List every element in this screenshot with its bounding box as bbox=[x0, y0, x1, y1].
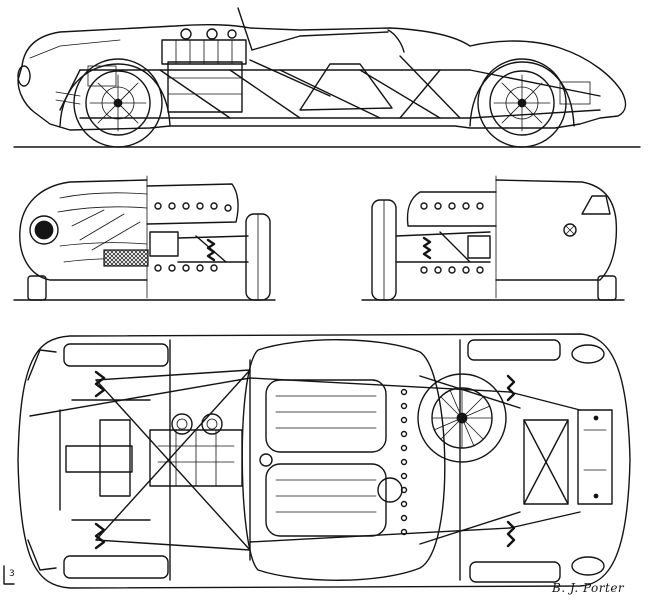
front-body-half bbox=[19, 179, 148, 281]
plan-seat-left bbox=[265, 379, 387, 453]
rear-coil-spring bbox=[422, 236, 432, 260]
scale-mark: 3 bbox=[9, 569, 15, 579]
rear-elevation bbox=[361, 175, 625, 301]
side-space-frame bbox=[59, 55, 601, 119]
plan-rivets bbox=[400, 388, 408, 536]
plan-steering-wheel bbox=[377, 477, 403, 503]
rear-frame-holes bbox=[420, 202, 484, 274]
artist-signature: B. J. Porter bbox=[552, 581, 625, 595]
plan-front-fender-top bbox=[63, 343, 169, 367]
plan-space-frame bbox=[29, 339, 581, 581]
side-engine bbox=[161, 28, 247, 113]
plan-front-suspension bbox=[71, 370, 151, 550]
front-coil-spring bbox=[206, 238, 216, 262]
plan-rear-suspension bbox=[506, 374, 613, 548]
plan-seat-right bbox=[265, 463, 387, 537]
spare-wheel bbox=[417, 373, 507, 463]
rear-wheel-side bbox=[477, 58, 567, 148]
plan-cockpit bbox=[241, 339, 446, 581]
rear-lamp bbox=[563, 223, 577, 237]
rear-suspension bbox=[395, 231, 491, 263]
front-grille bbox=[103, 249, 149, 267]
front-frame-holes bbox=[154, 202, 232, 272]
plan-rear-fender-top bbox=[467, 339, 561, 361]
plan-body-outline bbox=[17, 333, 631, 589]
plan-view bbox=[17, 333, 631, 589]
roll-bar bbox=[237, 7, 253, 51]
scale-bracket bbox=[3, 565, 15, 585]
plan-rear-fender-bottom bbox=[469, 561, 561, 583]
rear-body-half bbox=[495, 179, 618, 281]
front-headlamp bbox=[29, 215, 59, 245]
front-elevation bbox=[13, 175, 276, 301]
rear-vent bbox=[581, 195, 611, 215]
plan-engine bbox=[65, 413, 243, 497]
plan-front-fender-bottom bbox=[63, 555, 169, 579]
side-elevation bbox=[13, 7, 641, 148]
